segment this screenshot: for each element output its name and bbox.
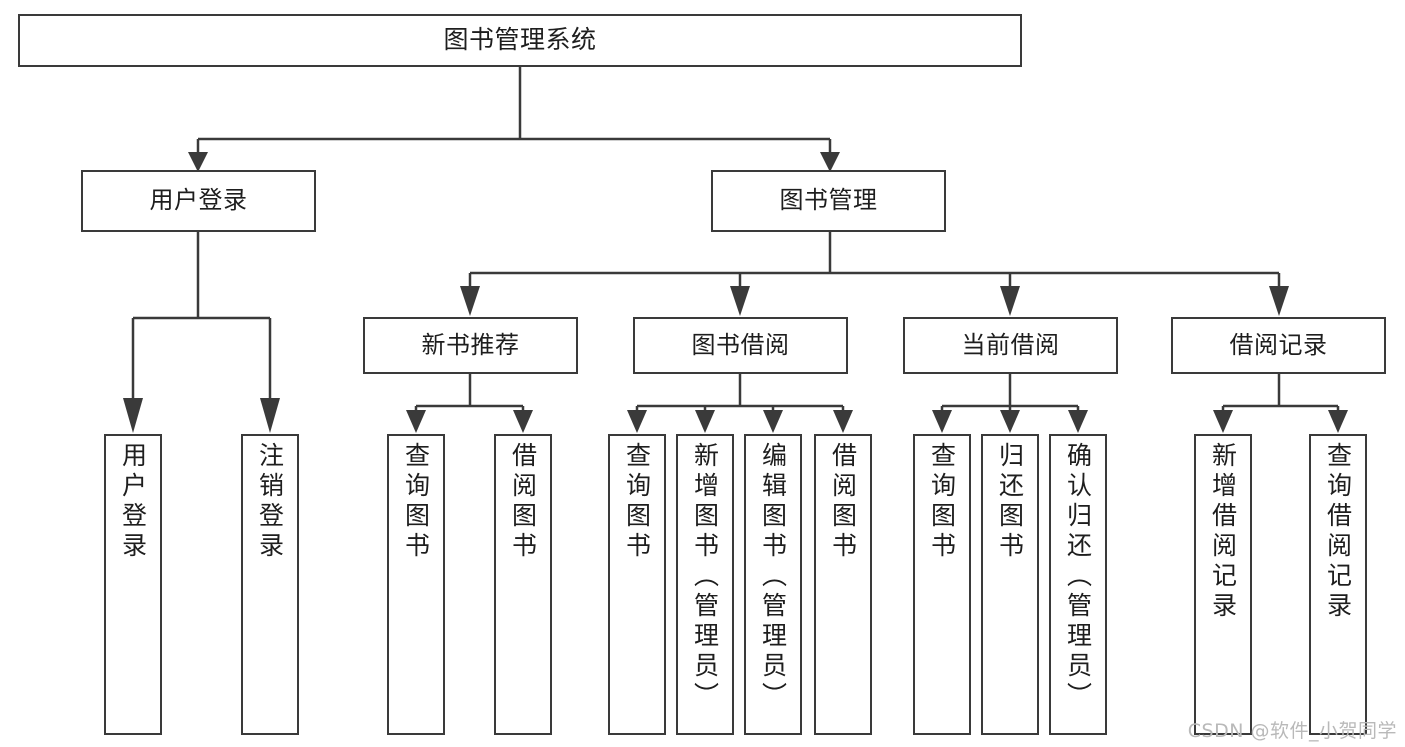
leaf-query-book-2[interactable]: 查询图书	[608, 434, 666, 735]
leaf-return-book[interactable]: 归还图书	[981, 434, 1039, 735]
node-book-manage[interactable]: 图书管理	[711, 170, 946, 232]
node-borrow-record-label: 借阅记录	[1229, 330, 1328, 359]
leaf-query-book-1[interactable]: 查询图书	[387, 434, 445, 735]
leaf-add-record-label: 新增借阅记录	[1208, 442, 1238, 622]
leaf-add-book[interactable]: 新增图书（管理员）	[676, 434, 734, 735]
leaf-add-book-label: 新增图书（管理员）	[690, 442, 720, 712]
node-current-borrow[interactable]: 当前借阅	[903, 317, 1118, 374]
node-new-book-rec[interactable]: 新书推荐	[363, 317, 578, 374]
connector-bookborrow-to-leaves	[627, 374, 853, 433]
leaf-borrow-book-1-label: 借阅图书	[508, 442, 538, 562]
leaf-logout-label: 注销登录	[255, 442, 285, 562]
connector-currentborrow-to-leaves	[932, 374, 1088, 433]
leaf-borrow-book-1[interactable]: 借阅图书	[494, 434, 552, 735]
leaf-edit-book-label: 编辑图书（管理员）	[758, 442, 788, 712]
leaf-return-book-label: 归还图书	[995, 442, 1025, 562]
leaf-borrow-book-2-label: 借阅图书	[828, 442, 858, 562]
leaf-confirm-return[interactable]: 确认归还（管理员）	[1049, 434, 1107, 735]
leaf-add-record[interactable]: 新增借阅记录	[1194, 434, 1252, 735]
leaf-confirm-return-label: 确认归还（管理员）	[1063, 442, 1093, 712]
node-user-login-label: 用户登录	[149, 186, 248, 215]
connector-newbook-to-leaves	[406, 374, 533, 433]
node-book-borrow-label: 图书借阅	[691, 330, 790, 359]
leaf-user-login-label: 用户登录	[118, 442, 148, 562]
connector-userlogin-to-leaves	[123, 232, 280, 433]
leaf-edit-book[interactable]: 编辑图书（管理员）	[744, 434, 802, 735]
leaf-query-book-3-label: 查询图书	[927, 442, 957, 562]
leaf-query-book-3[interactable]: 查询图书	[913, 434, 971, 735]
connector-bookmanage-to-level3	[460, 232, 1289, 316]
leaf-query-book-1-label: 查询图书	[401, 442, 431, 562]
leaf-query-record[interactable]: 查询借阅记录	[1309, 434, 1367, 735]
node-user-login[interactable]: 用户登录	[81, 170, 316, 232]
connector-borrowrecord-to-leaves	[1213, 374, 1348, 433]
node-borrow-record[interactable]: 借阅记录	[1171, 317, 1386, 374]
node-book-borrow[interactable]: 图书借阅	[633, 317, 848, 374]
node-root-label: 图书管理系统	[443, 25, 597, 55]
csdn-watermark: CSDN @软件_小贺同学	[1187, 720, 1397, 742]
node-new-book-rec-label: 新书推荐	[421, 330, 520, 359]
leaf-borrow-book-2[interactable]: 借阅图书	[814, 434, 872, 735]
node-book-manage-label: 图书管理	[779, 186, 878, 215]
leaf-query-record-label: 查询借阅记录	[1323, 442, 1353, 622]
node-root[interactable]: 图书管理系统	[18, 14, 1022, 67]
connector-root-to-level2	[188, 67, 840, 172]
leaf-query-book-2-label: 查询图书	[622, 442, 652, 562]
node-current-borrow-label: 当前借阅	[961, 330, 1060, 359]
leaf-user-login[interactable]: 用户登录	[104, 434, 162, 735]
leaf-logout[interactable]: 注销登录	[241, 434, 299, 735]
